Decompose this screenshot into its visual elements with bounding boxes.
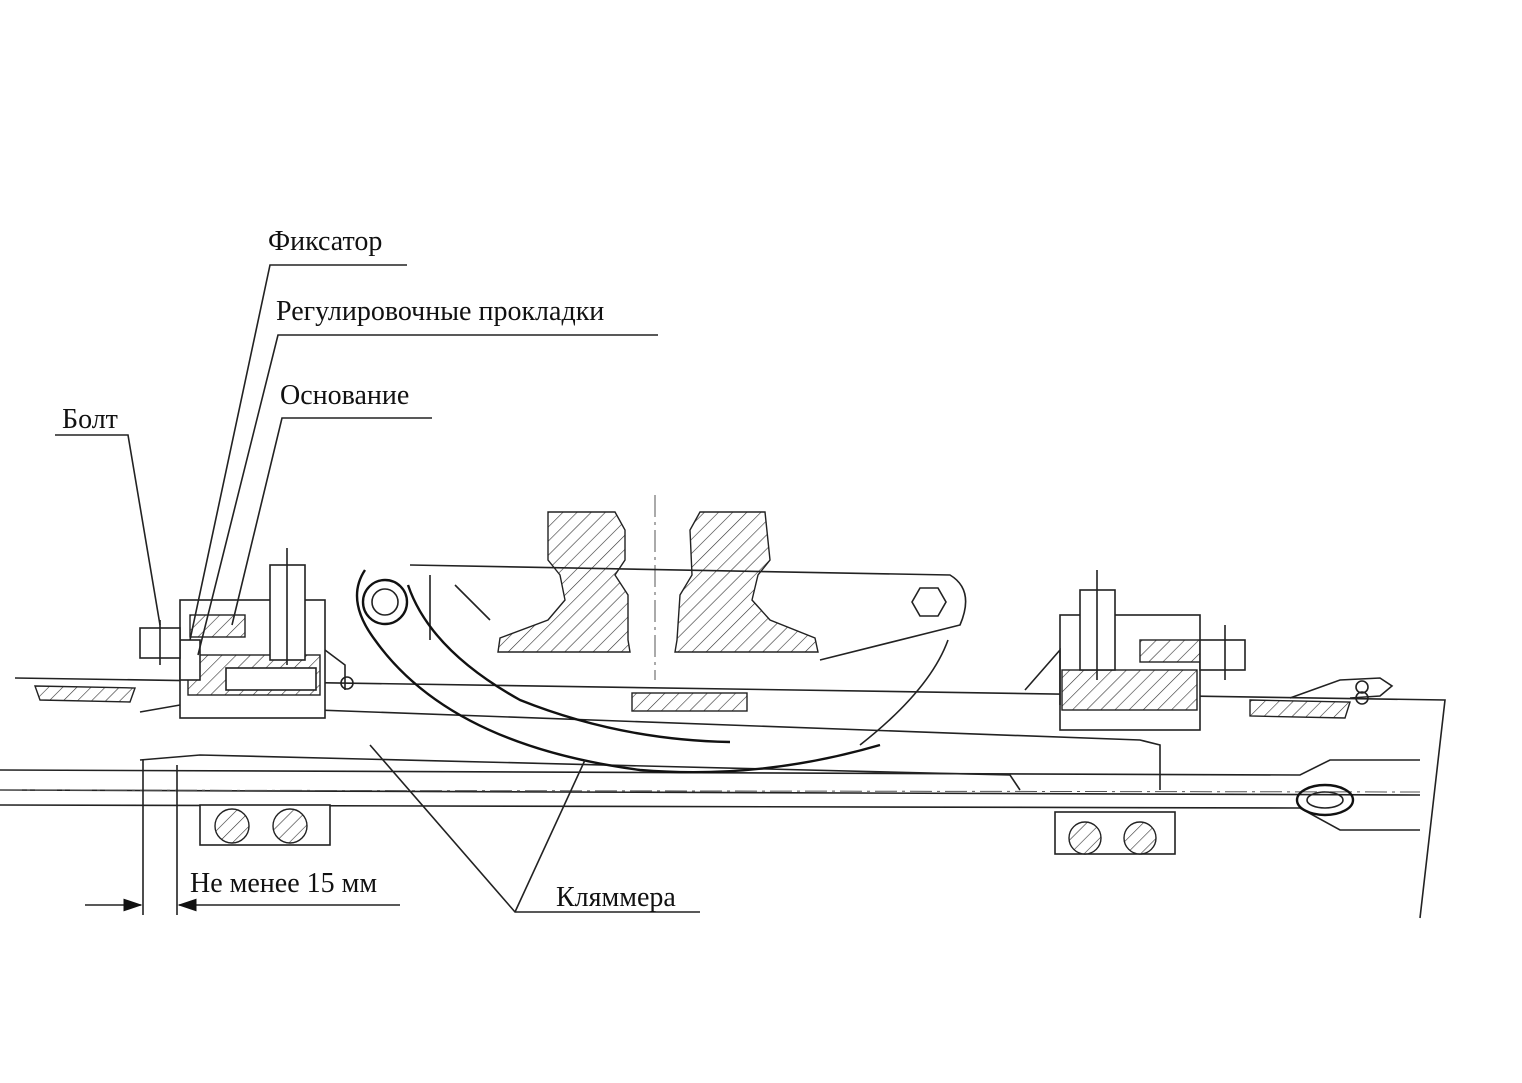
left-clamp-assembly (139, 548, 326, 719)
rail-plate (361, 564, 967, 661)
label-osnovanie: Основание (280, 380, 410, 411)
hatched-strips (33, 685, 1351, 719)
rails (497, 495, 819, 680)
label-regulirovochnye-prokladki: Регулировочные прокладки (276, 296, 605, 327)
label-ne-menee: Не менее 15 мм (190, 868, 378, 899)
lower-bolts (199, 783, 1355, 855)
label-bolt: Болт (62, 404, 118, 435)
base-beams (0, 677, 1446, 919)
right-clamp-assembly (1024, 570, 1394, 731)
label-klyammera: Кляммера (556, 882, 676, 913)
dimension-15mm (85, 760, 400, 915)
label-fiksator: Фиксатор (268, 226, 383, 257)
leader-lines (55, 264, 700, 913)
klyammera-clip (324, 569, 949, 774)
